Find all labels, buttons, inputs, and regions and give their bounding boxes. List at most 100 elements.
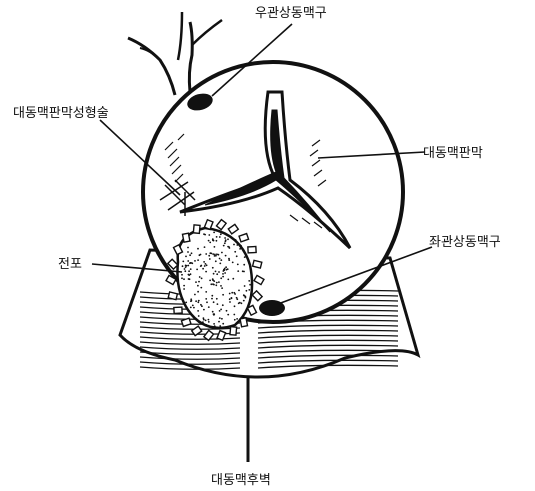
pledget-dot <box>213 232 215 234</box>
pledget-dot <box>233 292 235 294</box>
pledget-dot <box>216 298 218 300</box>
pledget-dot <box>206 264 208 266</box>
pledget-dot <box>188 274 190 276</box>
pledget-dot <box>220 285 222 287</box>
pledget-dot <box>205 263 207 265</box>
pledget-dot <box>248 260 250 262</box>
pledget-dot <box>225 241 227 243</box>
pledget-dot <box>201 278 203 280</box>
pledget-dot <box>197 259 199 261</box>
pledget-dot <box>229 293 231 295</box>
pledget-dot <box>185 302 187 304</box>
pledget-dot <box>225 266 227 268</box>
label-posterior-aortic-wall: 대동맥후벽 <box>211 473 271 488</box>
pledget-dot <box>221 318 223 320</box>
pledget-dot <box>205 324 207 326</box>
pledget-dot <box>198 315 200 317</box>
pledget-dot <box>233 314 235 316</box>
pledget-dot <box>238 290 240 292</box>
pledget-dot <box>222 304 224 306</box>
pledget-dot <box>232 278 234 280</box>
pledget-dot <box>236 297 238 299</box>
pledget-dot <box>226 269 228 271</box>
pledget-dot <box>214 246 216 248</box>
pledget-dot <box>205 320 207 322</box>
pledget-dot <box>219 236 221 238</box>
pledget-dot <box>204 265 206 267</box>
pledget-dot <box>213 273 215 275</box>
pledget-dot <box>212 267 214 269</box>
suture-mark <box>193 225 200 233</box>
pledget-dot <box>202 268 204 270</box>
pledget-dot <box>194 260 196 262</box>
pledget-dot <box>216 236 218 238</box>
pledget-dot <box>197 285 199 287</box>
pledget-dot <box>229 298 231 300</box>
pledget-dot <box>199 254 201 256</box>
pledget-dot <box>205 298 207 300</box>
pledget-dot <box>244 285 246 287</box>
pledget-dot <box>181 277 183 279</box>
pledget-dot <box>243 300 245 302</box>
pledget-dot <box>200 304 202 306</box>
pledget-dot <box>183 288 185 290</box>
pledget-dot <box>218 254 220 256</box>
pledget-dot <box>212 283 214 285</box>
pledget-dot <box>239 248 241 250</box>
pledget-dot <box>211 295 213 297</box>
pledget-dot <box>181 274 183 276</box>
pledget-dot <box>211 298 213 300</box>
pledget-dot <box>203 319 205 321</box>
pledget-dot <box>215 284 217 286</box>
pledget-dot <box>214 255 216 257</box>
pledget-dot <box>213 323 215 325</box>
pledget-dot <box>213 313 215 315</box>
label-left-coronary-ostium: 좌관상동맥구 <box>429 235 501 250</box>
pledget-dot <box>190 268 192 270</box>
pledget-dot <box>225 255 227 257</box>
pledget-dot <box>215 271 217 273</box>
pledget-dot <box>192 305 194 307</box>
pledget-dot <box>242 270 244 272</box>
pledget-dot <box>194 294 196 296</box>
pledget-dot <box>219 263 221 265</box>
pledget-dot <box>197 310 199 312</box>
pledget-dot <box>198 300 200 302</box>
pledget-dot <box>224 237 226 239</box>
pledget-dot <box>241 302 243 304</box>
pledget-dot <box>193 307 195 309</box>
pledget-dot <box>215 260 217 262</box>
pledget-dot <box>190 298 192 300</box>
pledget-dot <box>229 247 231 249</box>
suture-mark <box>174 307 182 313</box>
pledget-dot <box>220 309 222 311</box>
pledget-dot <box>209 242 211 244</box>
pledget-dot <box>208 319 210 321</box>
pledget-dot <box>212 311 214 313</box>
pledget-dot <box>197 301 199 303</box>
pledget-dot <box>222 323 224 325</box>
pledget-dot <box>224 242 226 244</box>
pledget-dot <box>185 266 187 268</box>
pledget-dot <box>208 255 210 257</box>
pledget-dot <box>198 321 200 323</box>
pledget-dot <box>209 258 211 260</box>
pledget-dot <box>236 255 238 257</box>
suture-mark <box>253 260 262 268</box>
pledget-dot <box>220 259 222 261</box>
pledget-dot <box>248 289 250 291</box>
pledget-dot <box>219 325 221 327</box>
pledget-dot <box>210 283 212 285</box>
pledget-dot <box>198 281 200 283</box>
pledget-dot <box>216 273 218 275</box>
suture-mark <box>182 233 189 242</box>
pledget-dot <box>243 294 245 296</box>
pledget-dot <box>234 319 236 321</box>
pledget-dot <box>185 265 187 267</box>
pledget-dot <box>237 264 239 266</box>
pledget-dot <box>222 294 224 296</box>
pledget-dot <box>244 256 246 258</box>
pledget-dot <box>208 306 210 308</box>
pledget-dot <box>190 307 192 309</box>
